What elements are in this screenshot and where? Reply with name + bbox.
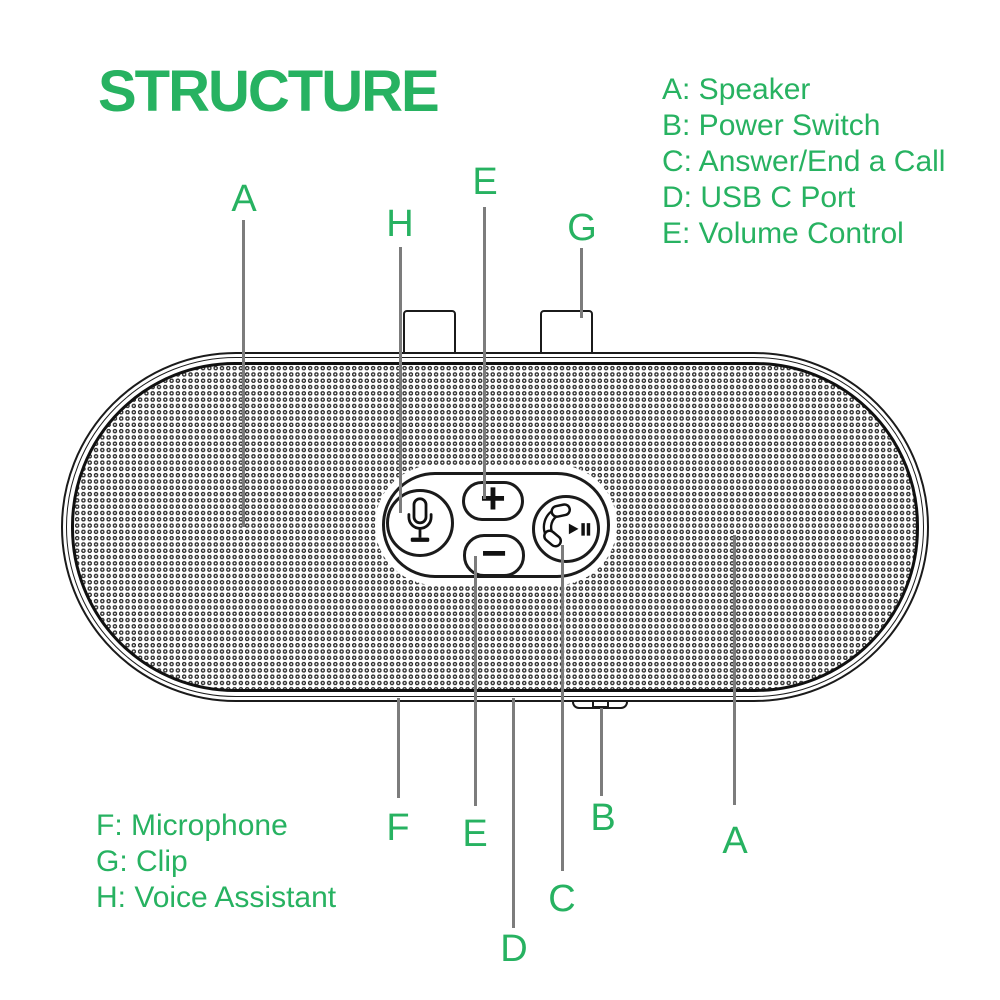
callout-letter-g: G: [567, 207, 597, 249]
callout-letter-b: B: [590, 797, 616, 839]
legend-item: A: Speaker: [662, 73, 811, 106]
microphone-icon: [401, 496, 439, 551]
callout-letter-h: H: [386, 203, 414, 245]
callout-letter-a-bottom: A: [722, 820, 748, 862]
leader-line-h: [399, 247, 402, 513]
parts-legend-right: A: Speaker B: Power Switch C: Answer/End…: [662, 72, 945, 252]
leader-line-e-top: [483, 207, 486, 499]
clip-tab-left: [403, 310, 456, 360]
legend-item: E: Volume Control: [662, 217, 904, 250]
leader-line-b: [600, 708, 603, 796]
voice-assistant-button: [386, 489, 454, 557]
legend-item: B: Power Switch: [662, 109, 881, 142]
power-switch-knob: [592, 700, 609, 708]
leader-line-g: [580, 248, 583, 318]
minus-icon: −: [481, 528, 507, 578]
clip-tab-right: [540, 310, 593, 360]
answer-end-call-button: [532, 495, 600, 563]
plus-icon: +: [480, 474, 506, 523]
page-title: STRUCTURE: [98, 59, 440, 124]
leader-line-c: [561, 545, 564, 871]
callout-letter-c: C: [548, 878, 576, 920]
leader-line-e-bottom: [474, 556, 477, 806]
volume-up-button: +: [462, 474, 524, 523]
phone-handset-icon: [539, 502, 593, 556]
legend-item: F: Microphone: [96, 809, 288, 842]
leader-line-a-right: [733, 535, 736, 805]
leader-line-f: [397, 698, 400, 798]
legend-item: C: Answer/End a Call: [662, 145, 946, 178]
callout-letter-e-top: E: [472, 161, 498, 203]
legend-item: G: Clip: [96, 845, 188, 878]
leader-line-a-left: [242, 220, 245, 527]
callout-letter-d: D: [500, 928, 528, 970]
legend-item: D: USB C Port: [662, 181, 856, 214]
callout-letter-f: F: [386, 807, 410, 849]
volume-down-button: −: [463, 528, 525, 578]
legend-item: H: Voice Assistant: [96, 881, 337, 914]
callout-letter-e-bottom: E: [462, 813, 488, 855]
leader-line-d: [512, 698, 515, 928]
callout-letter-a-top: A: [231, 178, 257, 220]
play-pause-icon: [568, 522, 591, 536]
parts-legend-bottom: F: Microphone G: Clip H: Voice Assistant: [96, 808, 336, 916]
